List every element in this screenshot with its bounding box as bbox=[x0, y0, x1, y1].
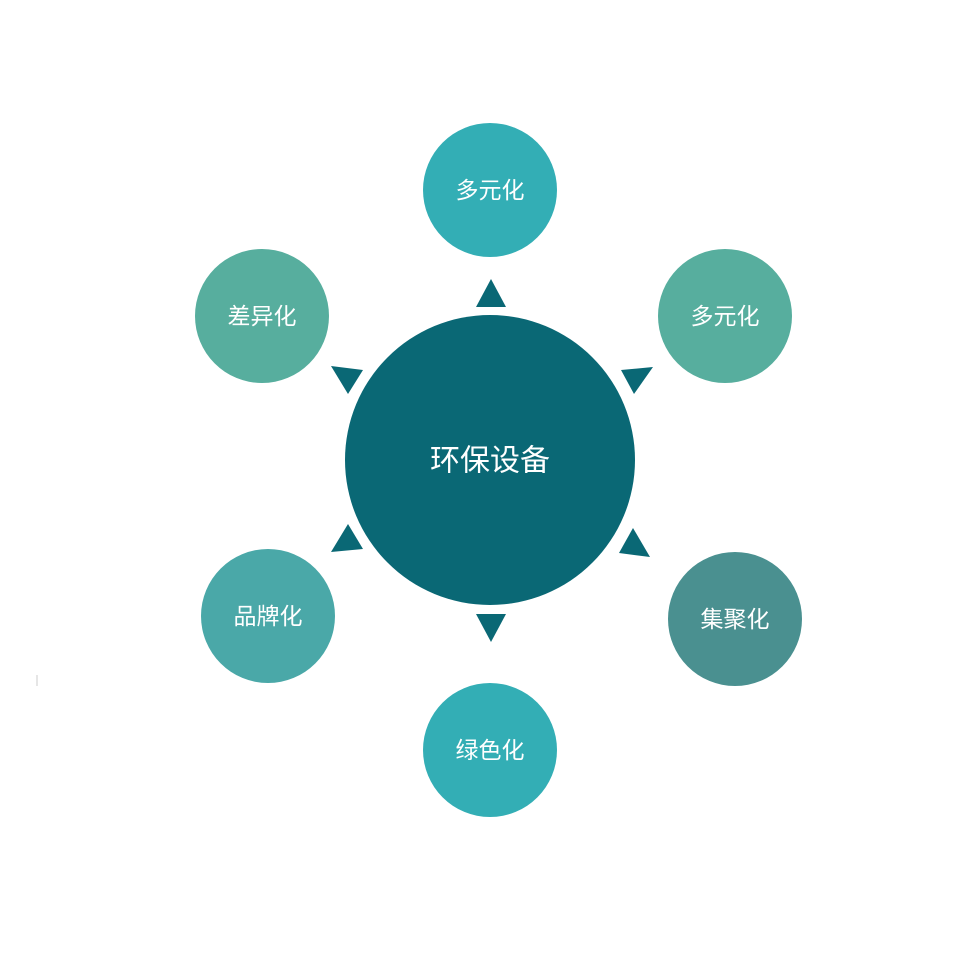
triangle-arrow-bottom-left-icon bbox=[331, 524, 363, 552]
node-circle-bottom-right bbox=[668, 552, 802, 686]
node-circle-top-left bbox=[195, 249, 329, 383]
triangle-arrow-top-icon bbox=[476, 279, 506, 307]
node-label-top-left: 差异化 bbox=[228, 304, 297, 330]
node-label-bottom-right: 集聚化 bbox=[701, 607, 770, 633]
node-label-top: 多元化 bbox=[456, 178, 525, 204]
node-circle-bottom bbox=[423, 683, 557, 817]
node-circle-bottom-left bbox=[201, 549, 335, 683]
node-circle-top-right bbox=[658, 249, 792, 383]
node-circle-top bbox=[423, 123, 557, 257]
triangle-arrow-bottom-right-icon bbox=[619, 528, 650, 557]
triangle-arrow-top-right-icon bbox=[621, 367, 653, 394]
center-label: 环保设备 bbox=[430, 444, 550, 479]
node-label-bottom-left: 品牌化 bbox=[234, 604, 303, 630]
node-label-top-right: 多元化 bbox=[691, 304, 760, 330]
center-circle bbox=[345, 315, 635, 605]
triangle-arrow-bottom-icon bbox=[476, 614, 506, 642]
node-label-bottom: 绿色化 bbox=[456, 738, 525, 764]
triangle-arrow-top-left-icon bbox=[331, 366, 363, 394]
